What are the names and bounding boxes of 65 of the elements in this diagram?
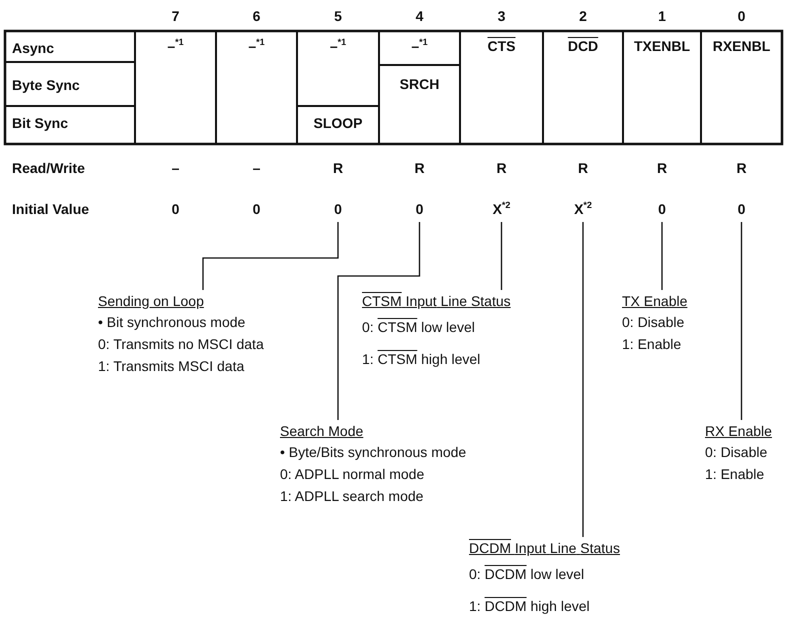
row-label: Byte Sync <box>12 77 80 94</box>
field-title: Search Mode <box>280 422 364 441</box>
field-title: TX Enable <box>622 292 688 311</box>
bit-description: 0: Disable <box>622 313 684 332</box>
leader-line <box>740 222 742 420</box>
bit-name: RXENBL <box>712 38 770 55</box>
bit-description: 0: CTSM low level <box>362 318 475 337</box>
access-value: R <box>656 160 668 177</box>
access-value: R <box>496 160 507 177</box>
bit-name: TXENBL <box>634 38 690 55</box>
access-value: R <box>578 160 588 177</box>
bit-name: SLOOP <box>313 115 362 132</box>
initial-value: 0 <box>416 201 424 218</box>
bit-name: –$^{*1}$ <box>330 38 346 55</box>
bit-number: 2 <box>579 8 587 25</box>
leader-line <box>202 222 339 290</box>
bit-name: CTS <box>488 38 516 55</box>
bit-description: • Bit synchronous mode <box>98 313 246 332</box>
initial-value: X$^{*2}$ <box>574 201 592 218</box>
leader-line <box>582 222 584 537</box>
initial-value: 0 <box>334 201 342 218</box>
leader-line <box>500 222 502 290</box>
bit-description: 0: ADPLL normal mode <box>280 465 424 484</box>
initial-value: X$^{*2}$ <box>492 201 510 218</box>
row-label: Async <box>12 40 54 57</box>
bit-number: 1 <box>658 8 666 25</box>
bit-description: 0: DCDM low level <box>469 565 584 584</box>
bit-description: 0: Disable <box>705 443 768 462</box>
bit-number: 5 <box>334 8 342 25</box>
bit-number: 7 <box>172 8 180 25</box>
initial-value: 0 <box>658 201 666 218</box>
bit-description: 1: Transmits MSCI data <box>98 357 244 376</box>
bit-description: 1: ADPLL search mode <box>280 487 424 506</box>
row-label: Initial Value <box>12 201 90 218</box>
bit-description: 1: Enable <box>622 335 682 354</box>
leader-line <box>337 222 420 420</box>
bit-description: 1: DCDM high level <box>469 597 590 616</box>
row-label: Read/Write <box>12 160 85 177</box>
bit-number: 4 <box>416 8 424 25</box>
bit-name: –$^{*1}$ <box>248 38 265 55</box>
access-value: – <box>172 160 180 177</box>
bit-description: 1: Enable <box>705 465 764 484</box>
initial-value: 0 <box>738 201 746 218</box>
bit-number: 3 <box>498 8 506 25</box>
access-value: R <box>414 160 425 177</box>
field-title: CTSM Input Line Status <box>362 292 511 311</box>
bit-description: 1: CTSM high level <box>362 350 480 369</box>
bit-name: –$^{*1}$ <box>411 38 428 55</box>
bit-description: • Byte/Bits synchronous mode <box>280 443 466 462</box>
access-value: – <box>252 160 260 177</box>
field-title: Sending on Loop <box>98 292 204 311</box>
field-title: DCDM Input Line Status <box>469 539 620 558</box>
initial-value: 0 <box>172 201 180 218</box>
bit-number: 6 <box>252 8 260 25</box>
bit-name: SRCH <box>400 76 440 93</box>
access-value: R <box>736 160 747 177</box>
bit-number: 0 <box>738 8 746 25</box>
field-title: RX Enable <box>705 422 772 441</box>
bit-name: –$^{*1}$ <box>167 38 184 55</box>
bit-name: DCD <box>568 38 598 55</box>
bit-description: 0: Transmits no MSCI data <box>98 335 264 354</box>
initial-value: 0 <box>252 201 260 218</box>
row-label: Bit Sync <box>12 115 68 132</box>
access-value: R <box>332 160 344 177</box>
leader-line <box>661 222 663 290</box>
